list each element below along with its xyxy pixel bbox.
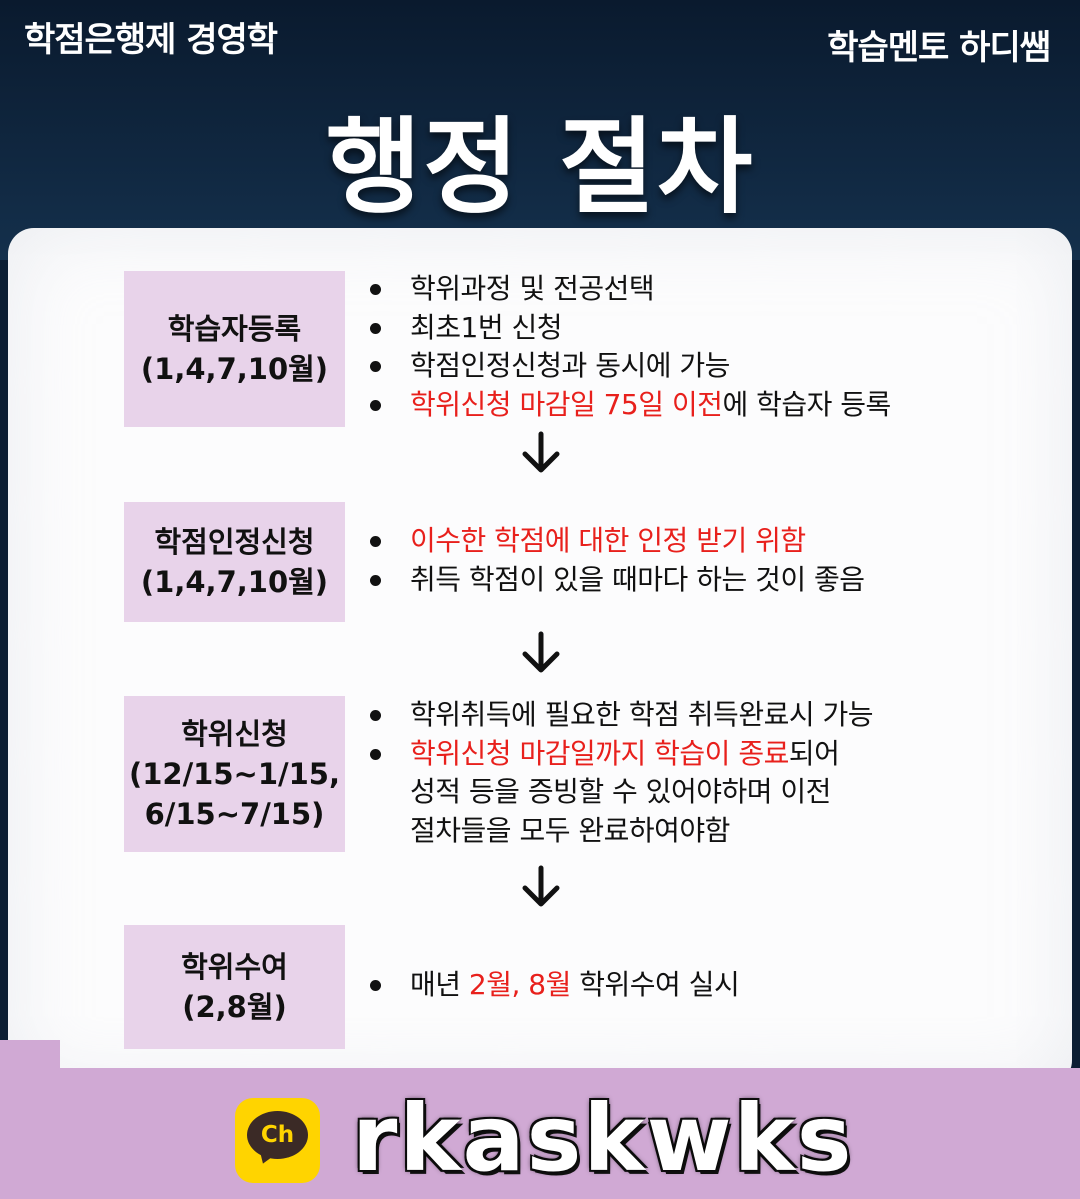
kakao-channel-icon[interactable]: Ch (235, 1098, 320, 1183)
step-label-learner-registration: 학습자등록 (1,4,7,10월) (124, 271, 345, 427)
header-banner: 학점은행제 경영학 학습멘토 하디쌤 행정 절차 (0, 0, 1080, 260)
bullet-item: 이수한 학점에 대한 인정 받기 위함 (368, 522, 865, 561)
chat-bubble-icon: Ch (247, 1111, 308, 1159)
step-bullets-degree-conferment: 매년 2월, 8월 학위수여 실시 (368, 966, 740, 1005)
header-left-text: 학점은행제 경영학 (24, 20, 278, 60)
page-title: 행정 절차 (325, 106, 755, 228)
step-label-line: 학습자등록 (167, 312, 302, 346)
bullet-item: 학위신청 마감일 75일 이전에 학습자 등록 (368, 386, 891, 425)
channel-id-text: rkaskwks (352, 1085, 854, 1192)
step-label-degree-conferment: 학위수여 (2,8월) (124, 925, 345, 1049)
step-bullets-degree-application: 학위취득에 필요한 학점 취득완료시 가능 학위신청 마감일까지 학습이 종료되… (368, 696, 874, 851)
bullet-item: 취득 학점이 있을 때마다 하는 것이 좋음 (368, 561, 865, 600)
down-arrow-icon (522, 431, 560, 473)
step-label-line: (2,8월) (182, 990, 287, 1024)
down-arrow-icon (522, 865, 560, 907)
bullet-item: 최초1번 신청 (368, 309, 891, 348)
bullet-continuation: 절차들을 모두 완료하여야함 (410, 813, 730, 847)
step-label-line: (1,4,7,10월) (140, 565, 329, 599)
footer-banner (0, 1068, 1080, 1199)
step-label-line: 학점인정신청 (154, 525, 315, 559)
step-label-degree-application: 학위신청 (12/15~1/15, 6/15~7/15) (124, 696, 345, 852)
step-label-line: 학위신청 (181, 717, 288, 751)
bullet-item: 학점인정신청과 동시에 가능 (368, 347, 891, 386)
bullet-item: 매년 2월, 8월 학위수여 실시 (368, 966, 740, 1005)
step-label-line: 학위수여 (181, 950, 288, 984)
bullet-item: 학위신청 마감일까지 학습이 종료되어 성적 등을 증빙할 수 있어야하며 이전… (368, 735, 873, 851)
step-label-line: (12/15~1/15, (128, 757, 340, 791)
step-bullets-credit-recognition: 이수한 학점에 대한 인정 받기 위함 취득 학점이 있을 때마다 하는 것이 … (368, 522, 865, 599)
header-right-text: 학습멘토 하디쌤 (827, 28, 1051, 68)
step-label-line: 6/15~7/15) (144, 797, 325, 831)
bullet-continuation: 성적 등을 증빙할 수 있어야하며 이전 (410, 775, 831, 808)
step-bullets-learner-registration: 학위과정 및 전공선택 최초1번 신청 학점인정신청과 동시에 가능 학위신청 … (368, 270, 891, 424)
step-label-credit-recognition: 학점인정신청 (1,4,7,10월) (124, 502, 345, 622)
step-label-line: (1,4,7,10월) (140, 352, 329, 386)
down-arrow-icon (522, 631, 560, 673)
bullet-item: 학위취득에 필요한 학점 취득완료시 가능 (368, 696, 874, 735)
bullet-item: 학위과정 및 전공선택 (368, 270, 891, 309)
